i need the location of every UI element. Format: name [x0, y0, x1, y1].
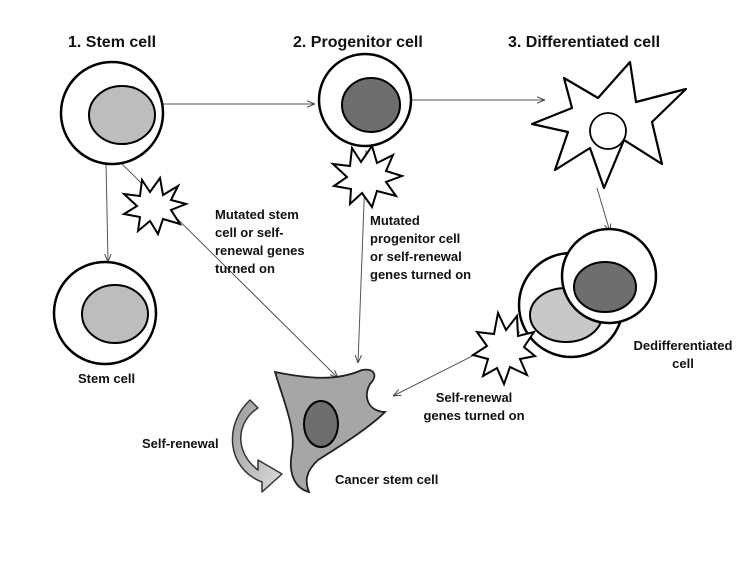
stem-cell-nucleus: [88, 85, 156, 145]
mutation-burst-progenitor-icon: [330, 143, 406, 210]
stem-cell-top: [59, 60, 165, 166]
progenitor-cell-nucleus: [341, 77, 401, 133]
mutation-burst-stem-icon: [121, 175, 190, 237]
differentiated-cell: [530, 60, 688, 190]
differentiated-cell-title: 3. Differentiated cell: [508, 34, 661, 51]
progenitor-cell: [317, 52, 413, 148]
mutation-burst-dedifferentiated-icon: [470, 309, 538, 387]
stem-cell-bottom: [52, 260, 158, 366]
progenitor-cell-title: 2. Progenitor cell: [293, 34, 423, 51]
arrow-differentiated-to-dedifferentiated: [596, 187, 610, 232]
cancer-stem-cell-label: Cancer stem cell: [335, 472, 439, 487]
annotation-self-renewal-genes: Self-renewal genes turned on: [423, 390, 525, 423]
dedifferentiated-front-nucleus: [573, 261, 637, 313]
annotation-mutated-progenitor: Mutated progenitor cell or self-renewal …: [370, 213, 472, 282]
dedifferentiated-cell: [517, 227, 658, 359]
self-renewal-arrow-icon: [231, 399, 283, 493]
cancer-stem-cell: [273, 368, 388, 494]
self-renewal-label: Self-renewal: [142, 436, 219, 451]
annotation-mutated-stem: Mutated stem cell or self- renewal genes…: [215, 207, 305, 276]
stem-cell-title: 1. Stem cell: [68, 34, 157, 51]
cancer-stem-cell-nucleus: [303, 400, 339, 448]
stem-cell-bottom-nucleus: [81, 284, 149, 344]
dedifferentiated-cell-label: Dedifferentiated cell: [633, 338, 733, 371]
differentiated-cell-nucleus: [589, 112, 627, 150]
stem-cell-bottom-label: Stem cell: [78, 371, 136, 386]
arrow-stem-to-stem: [106, 161, 108, 262]
